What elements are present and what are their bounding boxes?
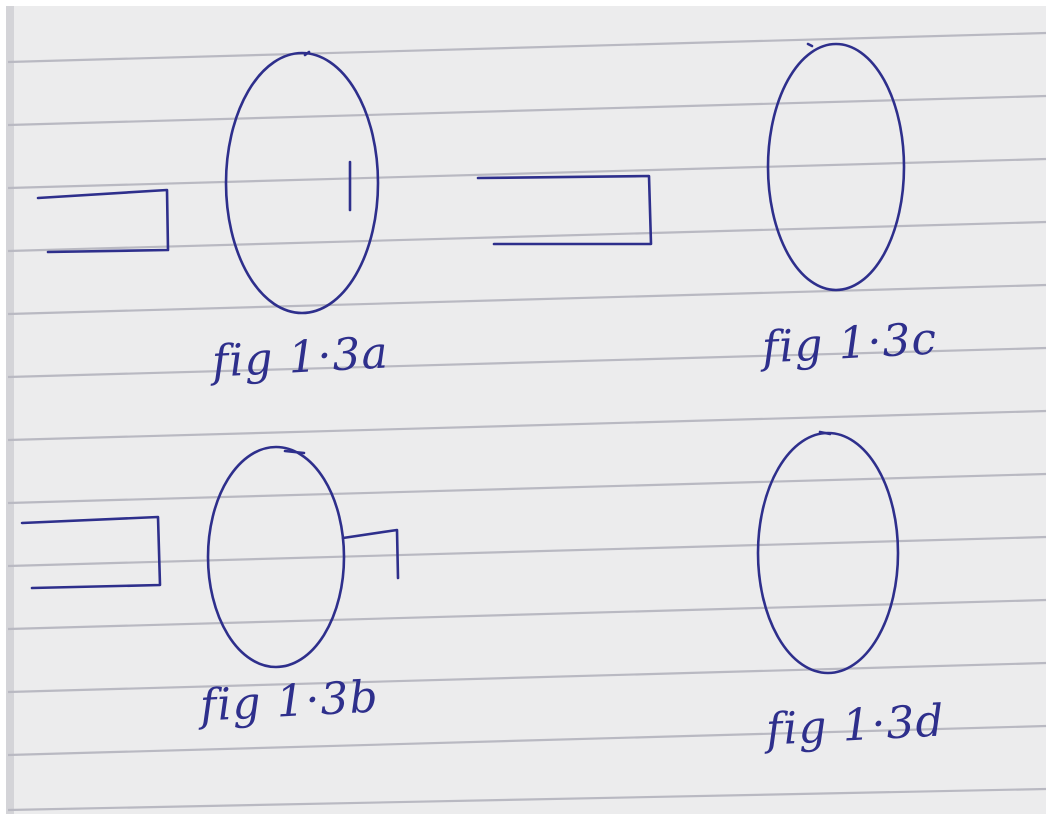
figure-d-drawing [756,430,900,675]
figure-label-a: fig 1·3a [210,327,390,388]
ruled-line [7,31,1047,64]
figure-label-c: fig 1·3c [760,313,939,374]
fig-a-oval-tip [303,50,311,57]
fig-b-oval-tip [283,449,306,455]
left-edge-shadow [6,6,14,814]
ruled-line [7,94,1047,127]
fig-c-oval [766,42,906,292]
ruled-lines [7,31,1047,812]
fig-b-right-hook [341,528,400,580]
ruled-line [7,220,1047,253]
ruled-line [7,787,1047,812]
fig-b-left-rectangle [20,515,162,590]
fig-c-oval-tip [806,42,814,48]
figure-c-drawing [476,42,906,292]
fig-a-rectangle [36,188,170,254]
ruled-line [7,283,1047,316]
ruled-line [7,535,1047,568]
ruled-line [7,661,1047,694]
ruled-line [7,724,1047,757]
ruled-line [7,346,1047,379]
figure-label-d: fig 1·3d [764,695,946,756]
ruled-line [7,157,1047,190]
paper-background [6,6,1046,814]
fig-c-rectangle [476,174,653,246]
figure-a-drawing [36,50,380,315]
ruled-line [7,598,1047,631]
fig-d-oval-tip [818,430,832,436]
figure-b-drawing [20,445,400,669]
figure-label-b: fig 1·3b [198,671,380,732]
ruled-line [7,472,1047,505]
ruled-line [7,409,1047,442]
fig-b-oval [206,445,346,669]
fig-a-oval [224,51,380,315]
